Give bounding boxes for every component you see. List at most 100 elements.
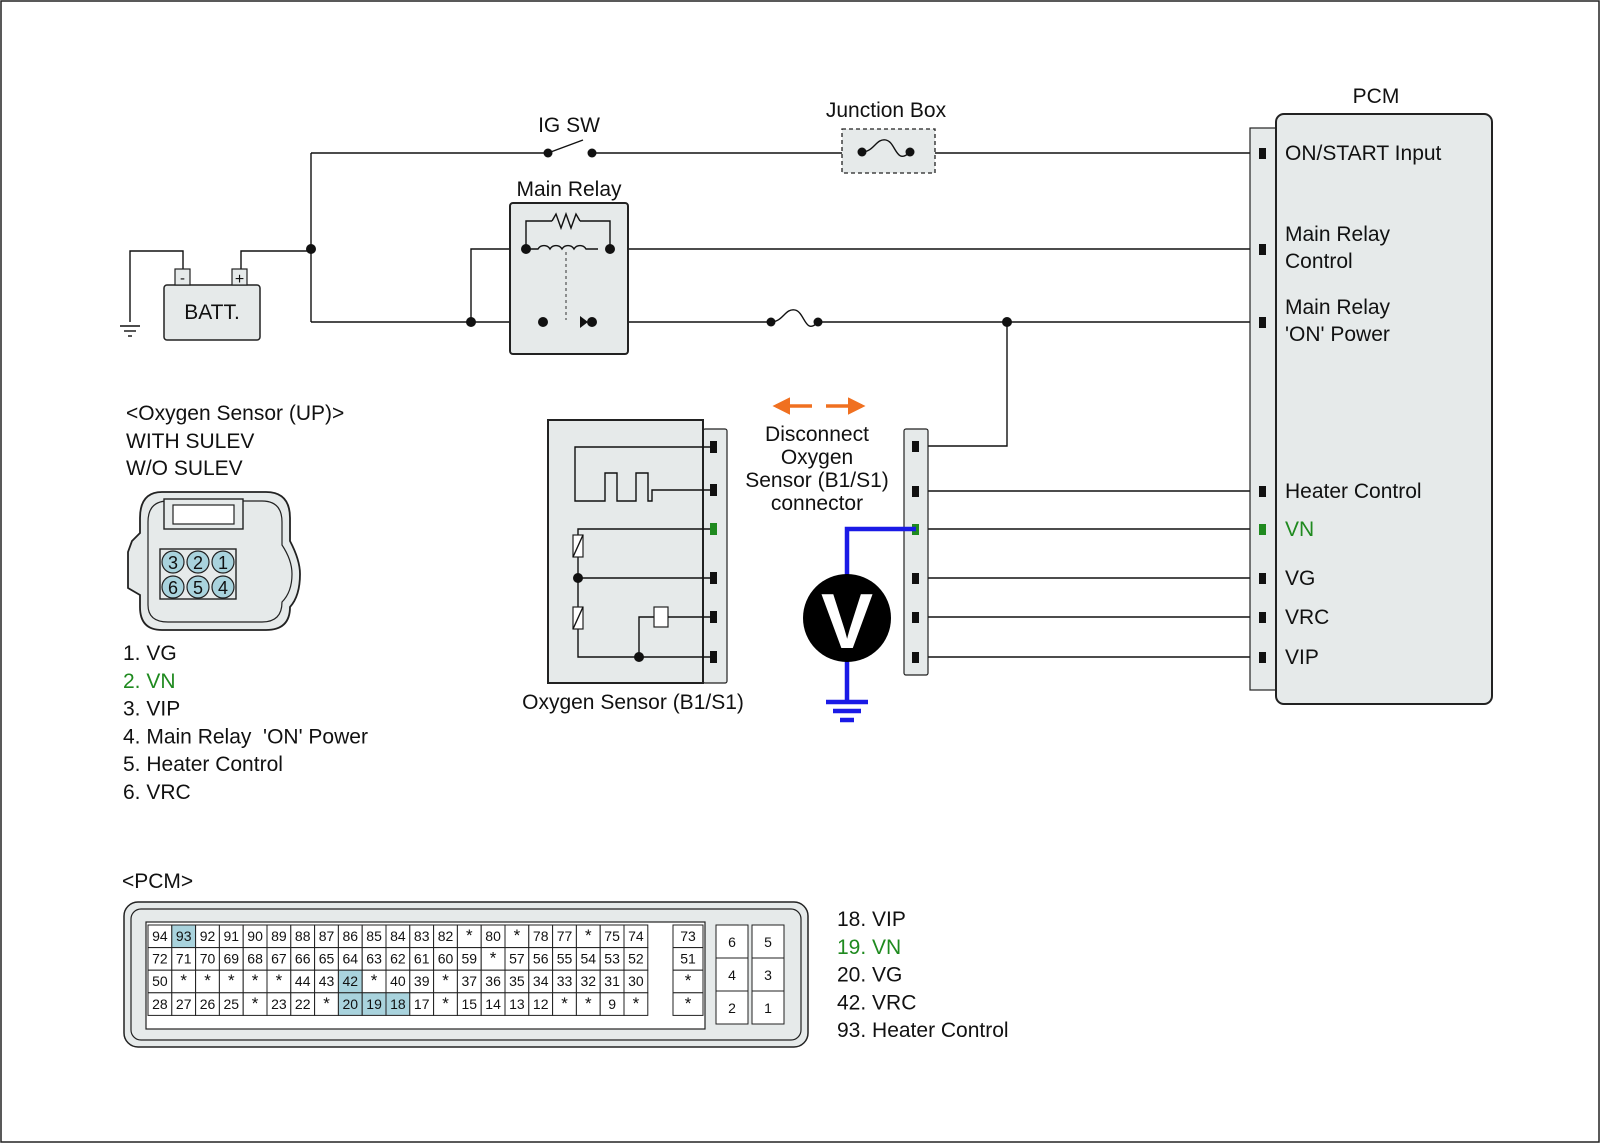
main-relay-label: Main Relay	[516, 178, 622, 201]
sensor-pin-list-item: 3. VIP	[123, 698, 180, 721]
pcm-grid-cell-label: 59	[462, 951, 478, 967]
pcm-grid-cell-label: 15	[462, 996, 478, 1012]
pcm-grid-cell-label: *	[252, 994, 259, 1013]
sensor-cavity-number: 1	[218, 553, 228, 573]
sensor-pin-list-item: 6. VRC	[123, 781, 191, 804]
sensor-connector-title: <Oxygen Sensor (UP)>	[126, 402, 344, 425]
sensor-connector-line-1: WITH SULEV	[126, 430, 254, 453]
junction-box: Junction Box	[826, 99, 947, 174]
sensor-pin-terminal	[710, 441, 717, 453]
pcm-side-cell	[672, 992, 704, 1016]
pcm-grid-cell-label: 75	[604, 928, 620, 944]
pcm-module: PCM	[1249, 85, 1493, 705]
battery-label: BATT.	[184, 301, 240, 324]
sensor-cavity-number: 2	[193, 553, 203, 573]
pcm-grid-cell-label: 69	[224, 951, 240, 967]
pcm-grid-cell-label: *	[633, 994, 640, 1013]
ig-sw-label: IG SW	[538, 114, 600, 137]
pcm-side-cell-label: *	[685, 994, 692, 1013]
pcm-connector-title: <PCM>	[122, 870, 193, 893]
pcm-grid-cell-label: 89	[271, 928, 287, 944]
pcm-side-cell-label: 51	[680, 951, 696, 967]
pcm-grid-cell-label: 13	[509, 996, 525, 1012]
pcm-pin-list-item: 19. VN	[837, 936, 901, 959]
sensor-cavity-number: 6	[168, 578, 178, 598]
pcm-grid-cell-label: 25	[224, 996, 240, 1012]
disconnect-note-line: Sensor (B1/S1)	[745, 469, 889, 492]
pcm-grid-cell-label: 71	[176, 951, 192, 967]
pcm-grid-cell-label: 22	[295, 996, 311, 1012]
circuit-wires	[129, 139, 1264, 658]
pcm-grid-cell-label: *	[276, 971, 283, 990]
sensor-connector-line-2: W/O SULEV	[126, 457, 243, 480]
pcm-grid-cell-label: 62	[390, 951, 406, 967]
pcm-grid-cell-label: 85	[366, 928, 382, 944]
junction-dots	[306, 244, 1012, 327]
pcm-grid-cell-label: *	[204, 971, 211, 990]
pcm-grid-cell-label: *	[442, 994, 449, 1013]
pcm-grid-cell-label: 43	[319, 973, 335, 989]
sensor-cavity-number: 5	[193, 578, 203, 598]
pcm-grid-cell-label: 9	[608, 996, 616, 1012]
pcm-grid-cell-label: *	[252, 971, 259, 990]
pcm-grid-cell-label: 74	[628, 928, 644, 944]
pcm-grid-cell-label: 67	[271, 951, 287, 967]
fuse-icon	[766, 309, 823, 328]
pcm-grid-cell-label: *	[585, 926, 592, 945]
pcm-grid-cell-label: 86	[343, 928, 359, 944]
sensor-cavity	[211, 575, 235, 599]
pcm-block-cell	[751, 924, 785, 959]
pcm-block-cell-label: 3	[764, 967, 772, 983]
pcm-grid-cell-label: 83	[414, 928, 430, 944]
pcm-grid-cell-label: *	[323, 994, 330, 1013]
pcm-block-cell	[715, 990, 749, 1025]
sensor-harness-connector	[903, 428, 929, 676]
pcm-pin-list-item: 18. VIP	[837, 908, 906, 931]
pcm-pin-label: Main Relay	[1285, 223, 1391, 246]
pcm-grid-cell-label: 60	[438, 951, 454, 967]
harness-pin-terminal	[912, 441, 919, 452]
pcm-pin-label: VIP	[1285, 646, 1319, 669]
pcm-block-cell-label: 6	[728, 934, 736, 950]
pcm-pin-terminal	[1259, 148, 1266, 159]
harness-pin-terminal	[912, 652, 919, 663]
pcm-block-cell-label: 1	[764, 1000, 772, 1016]
pcm-grid-cell-label: 23	[271, 996, 287, 1012]
pcm-grid-cell	[623, 992, 649, 1016]
pcm-grid-cell-label: 77	[557, 928, 573, 944]
pcm-pin-list-item: 42. VRC	[837, 991, 916, 1014]
pcm-grid-cell-label: 87	[319, 928, 335, 944]
battery: - + BATT.	[163, 268, 261, 341]
pcm-grid-cell-label: 27	[176, 996, 192, 1012]
pcm-grid-cell-label: 90	[247, 928, 263, 944]
pcm-pin-terminal	[1259, 317, 1266, 328]
sensor-pin-list-item: 2. VN	[123, 670, 176, 693]
pcm-grid-cell-label: *	[180, 971, 187, 990]
sensor-pin-terminal	[710, 651, 717, 663]
pcm-grid-cell-label: 91	[224, 928, 240, 944]
sensor-pin-terminal	[710, 484, 717, 496]
ground-icon	[120, 325, 140, 337]
sensor-cavity-number: 4	[218, 578, 228, 598]
sensor-cavity-number: 3	[168, 553, 178, 573]
pcm-grid-cell-label: 20	[343, 996, 359, 1012]
pcm-grid-cell-label: 94	[152, 928, 168, 944]
pcm-pin-label: VG	[1285, 567, 1315, 590]
pcm-grid-cell-label: 92	[200, 928, 216, 944]
sensor-pin-terminal	[710, 572, 717, 584]
pcm-grid-cell-label: 28	[152, 996, 168, 1012]
pcm-pin-terminal	[1259, 486, 1266, 497]
pcm-grid-cell-label: *	[490, 949, 497, 968]
pcm-block-cell	[751, 957, 785, 992]
pcm-grid-cell-label: 30	[628, 973, 644, 989]
pcm-pin-list-item: 20. VG	[837, 964, 902, 987]
battery-plus-sign: +	[235, 271, 244, 288]
pcm-grid-cell-label: 40	[390, 973, 406, 989]
pcm-grid-cell-label: *	[466, 926, 473, 945]
disconnect-note-line: connector	[771, 492, 863, 515]
